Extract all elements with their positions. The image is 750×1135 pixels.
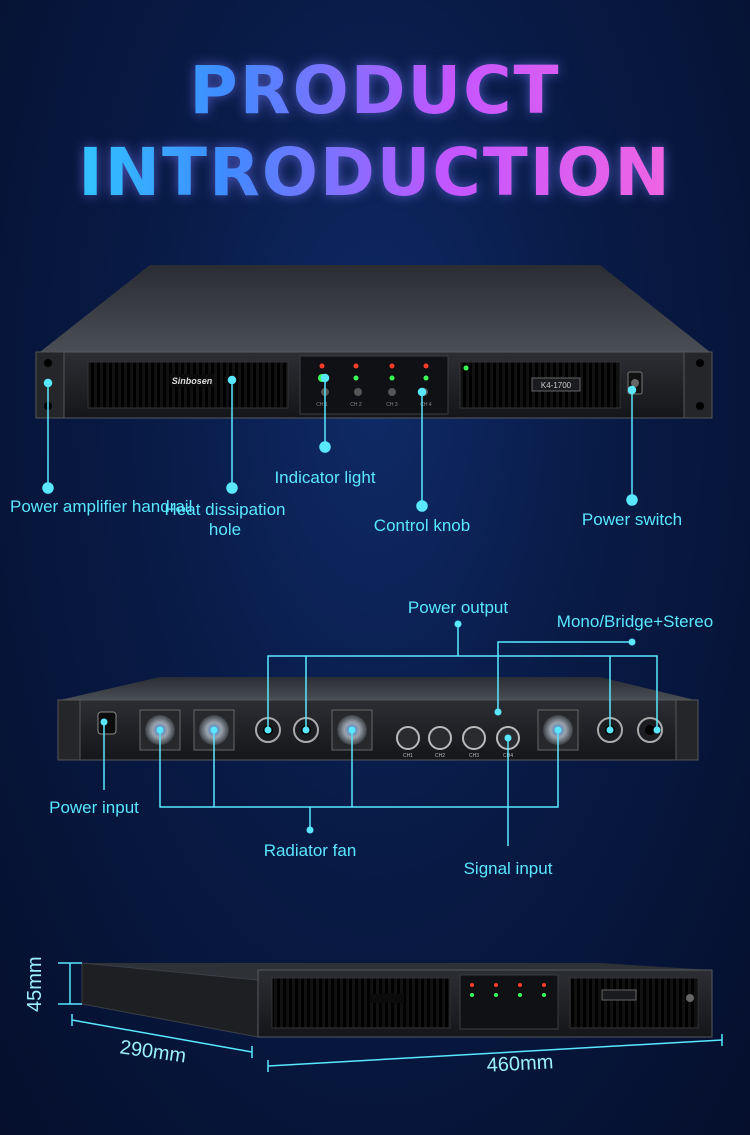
front-ch-label: CH 3	[386, 402, 398, 408]
title-introduction: INTRODUCTION	[0, 140, 750, 206]
rear-ch-label: CH3	[469, 753, 479, 759]
dim-height: 45mm	[24, 956, 46, 1012]
label-radiator-fan: Radiator fan	[263, 841, 357, 860]
front-ch-label: CH 4	[420, 402, 432, 408]
rear-chassis-top	[60, 677, 695, 700]
title-product: PRODUCT	[0, 58, 750, 124]
label-switch: Power switch	[581, 510, 683, 529]
rear-ch-label: CH2	[435, 753, 445, 759]
label-handrail: Power amplifier handrail	[10, 497, 193, 516]
front-brand: Sinbosen	[172, 376, 213, 386]
radiator-fans	[139, 709, 579, 751]
front-ch-label: CH 1	[316, 402, 328, 408]
label-signal-input: Signal input	[463, 859, 553, 878]
rear-ch-label: CH1	[403, 753, 413, 759]
label-indicator: Indicator light	[274, 468, 376, 487]
label-knob: Control knob	[373, 516, 471, 535]
label-heat-hole: Heat dissipation hole	[164, 500, 286, 539]
signal-input-connectors	[396, 726, 520, 750]
front-model: K4-1700	[541, 381, 572, 390]
label-power-input: Power input	[49, 798, 139, 817]
control-knobs	[321, 388, 428, 396]
label-power-output: Power output	[407, 598, 509, 617]
power-switch	[631, 379, 639, 387]
label-mono-bridge: Mono/Bridge+Stereo	[556, 612, 714, 631]
front-chassis-top	[40, 265, 710, 352]
front-ch-label: CH 2	[350, 402, 362, 408]
